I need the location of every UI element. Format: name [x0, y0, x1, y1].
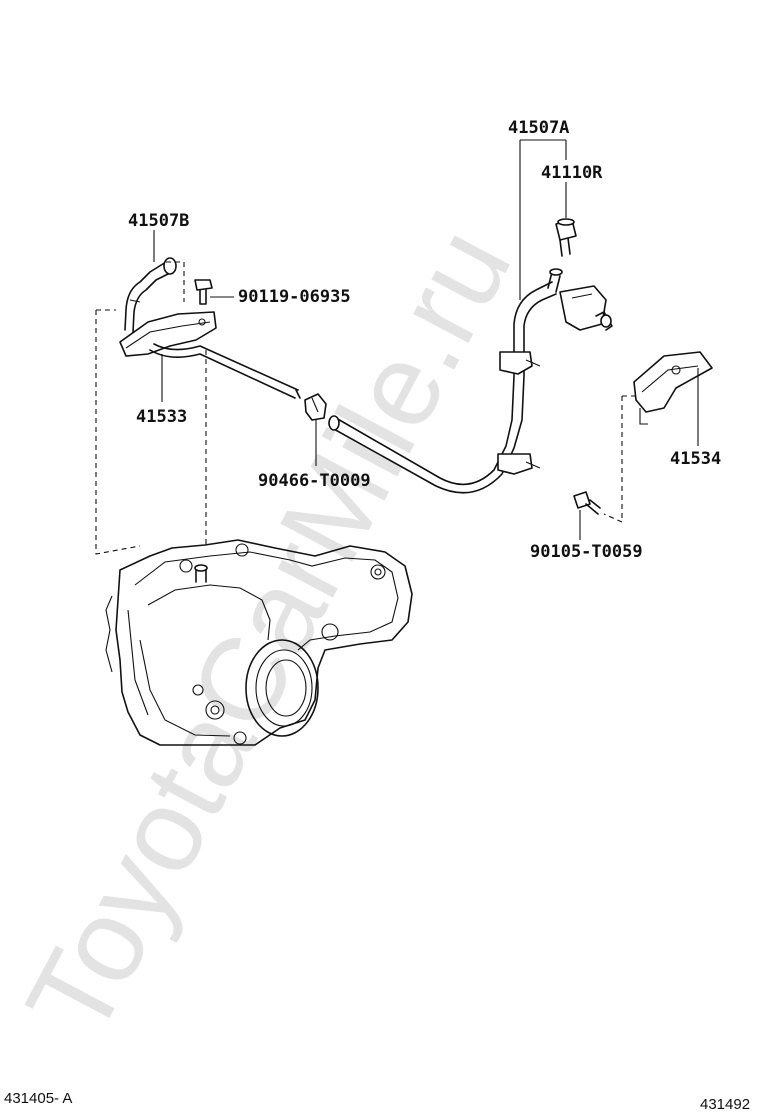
label-41507a: 41507A — [508, 118, 569, 138]
assembly-lines — [95, 261, 638, 555]
label-41533: 41533 — [136, 407, 187, 427]
breather-tube — [119, 311, 301, 399]
bolt-90119 — [194, 279, 213, 305]
hose-clamp — [304, 393, 327, 421]
bolt-90105 — [573, 491, 601, 515]
label-90466-t0009: 90466-T0009 — [258, 471, 371, 491]
vent-valve-block — [559, 285, 613, 331]
footer-right-ref: 431492 — [700, 1096, 750, 1112]
label-90105-t0059: 90105-T0059 — [530, 542, 643, 562]
sensor-41110r — [555, 218, 577, 257]
transfer-case-housing — [105, 539, 413, 746]
label-41507b: 41507B — [128, 211, 189, 231]
label-90119-06935: 90119-06935 — [238, 287, 351, 307]
bracket-41534 — [633, 351, 713, 425]
leader-lines — [153, 139, 699, 540]
breather-hose-a — [328, 268, 563, 494]
label-41534: 41534 — [670, 449, 721, 469]
breather-hose-b — [124, 257, 177, 333]
footer-left-ref: 431405- A — [4, 1090, 72, 1107]
label-41110r: 41110R — [541, 163, 603, 183]
